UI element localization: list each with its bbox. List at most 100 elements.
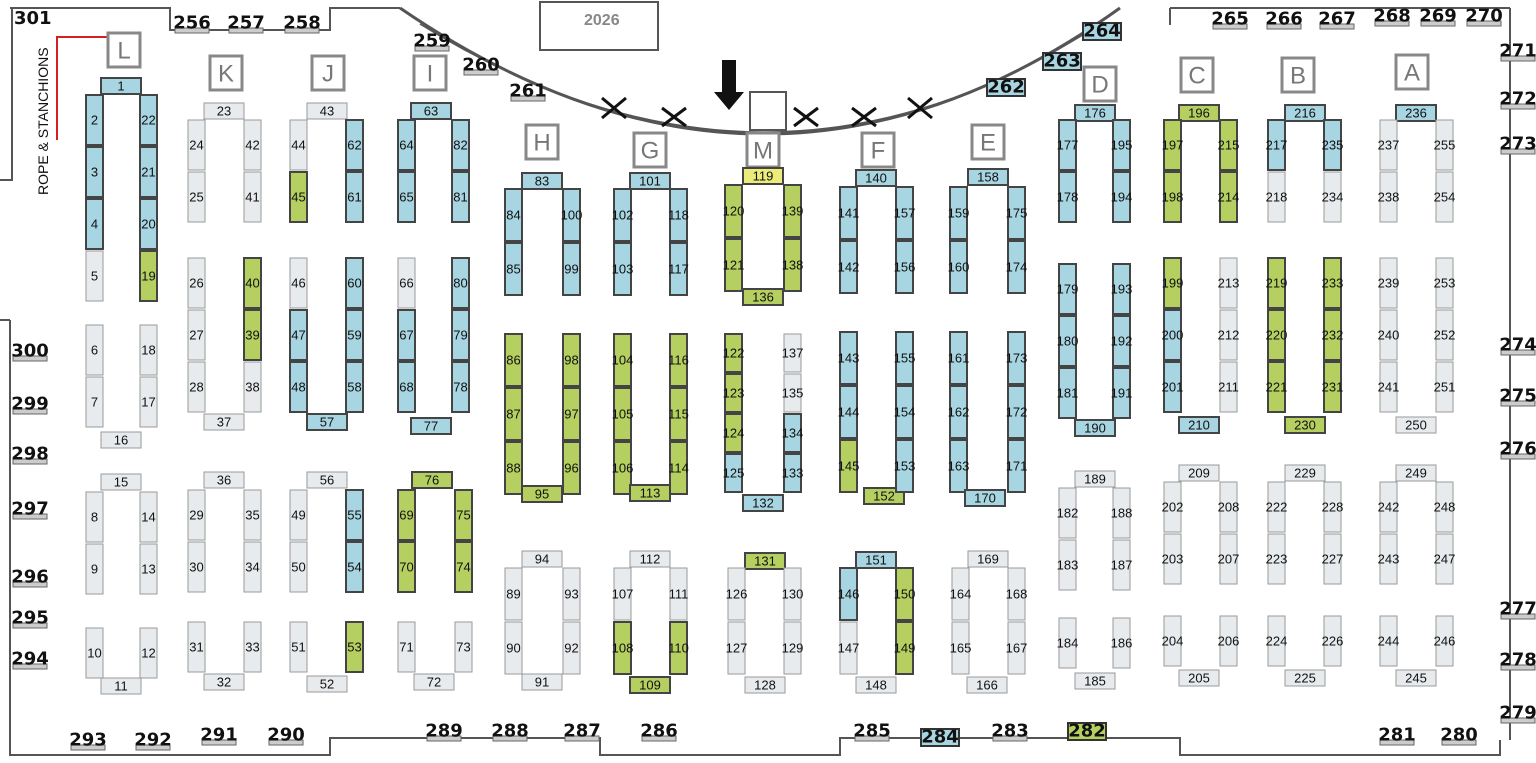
- perimeter-booth-281[interactable]: 281: [1378, 725, 1416, 746]
- booth-9[interactable]: 9: [85, 543, 104, 595]
- booth-44[interactable]: 44: [289, 119, 308, 171]
- booth-41[interactable]: 41: [243, 171, 262, 223]
- booth-217[interactable]: 217: [1266, 119, 1288, 171]
- perimeter-booth-277[interactable]: 277: [1499, 599, 1536, 620]
- booth-52[interactable]: 52: [306, 675, 348, 693]
- booth-86[interactable]: 86: [504, 333, 523, 387]
- perimeter-booth-267[interactable]: 267: [1318, 9, 1356, 30]
- perimeter-booth-285[interactable]: 285: [853, 721, 891, 742]
- booth-79[interactable]: 79: [451, 309, 470, 361]
- booth-14[interactable]: 14: [139, 491, 158, 543]
- booth-234[interactable]: 234: [1322, 171, 1344, 223]
- booth-63[interactable]: 63: [410, 102, 452, 120]
- booth-208[interactable]: 208: [1218, 481, 1240, 533]
- booth-225[interactable]: 225: [1284, 669, 1326, 687]
- booth-129[interactable]: 129: [782, 621, 804, 675]
- booth-134[interactable]: 134: [782, 413, 804, 453]
- booth-3[interactable]: 3: [85, 146, 104, 198]
- booth-161[interactable]: 161: [948, 331, 970, 385]
- booth-239[interactable]: 239: [1378, 257, 1400, 309]
- booth-191[interactable]: 191: [1111, 367, 1133, 419]
- perimeter-booth-284[interactable]: 284: [920, 727, 960, 748]
- perimeter-booth-288[interactable]: 288: [491, 721, 529, 742]
- booth-67[interactable]: 67: [397, 309, 416, 361]
- booth-1[interactable]: 1: [100, 77, 142, 95]
- booth-115[interactable]: 115: [668, 387, 689, 441]
- booth-66[interactable]: 66: [397, 257, 416, 309]
- booth-200[interactable]: 200: [1162, 309, 1184, 361]
- booth-18[interactable]: 18: [139, 324, 158, 376]
- perimeter-booth-272[interactable]: 272: [1499, 89, 1536, 110]
- booth-49[interactable]: 49: [289, 489, 308, 541]
- booth-34[interactable]: 34: [243, 541, 262, 593]
- booth-169[interactable]: 169: [967, 550, 1009, 568]
- booth-247[interactable]: 247: [1434, 533, 1456, 585]
- perimeter-booth-300[interactable]: 300: [11, 341, 49, 362]
- perimeter-booth-297[interactable]: 297: [11, 499, 49, 520]
- booth-92[interactable]: 92: [562, 621, 581, 675]
- booth-218[interactable]: 218: [1266, 171, 1288, 223]
- booth-55[interactable]: 55: [345, 489, 364, 541]
- perimeter-booth-276[interactable]: 276: [1499, 439, 1536, 460]
- booth-26[interactable]: 26: [187, 257, 206, 309]
- booth-232[interactable]: 232: [1322, 309, 1344, 361]
- booth-180[interactable]: 180: [1057, 315, 1079, 367]
- booth-240[interactable]: 240: [1378, 309, 1400, 361]
- booth-88[interactable]: 88: [504, 441, 523, 495]
- booth-177[interactable]: 177: [1057, 119, 1079, 171]
- booth-7[interactable]: 7: [85, 376, 104, 428]
- booth-233[interactable]: 233: [1322, 257, 1344, 309]
- booth-236[interactable]: 236: [1395, 104, 1437, 122]
- booth-101[interactable]: 101: [629, 172, 671, 190]
- booth-224[interactable]: 224: [1266, 615, 1288, 667]
- booth-40[interactable]: 40: [243, 257, 262, 309]
- perimeter-booth-271[interactable]: 271: [1499, 41, 1536, 62]
- perimeter-booth-258[interactable]: 258: [283, 13, 321, 34]
- perimeter-booth-265[interactable]: 265: [1211, 9, 1249, 30]
- booth-102[interactable]: 102: [612, 188, 634, 242]
- booth-136[interactable]: 136: [742, 288, 784, 306]
- booth-20[interactable]: 20: [139, 198, 158, 250]
- perimeter-booth-293[interactable]: 293: [69, 730, 107, 751]
- booth-64[interactable]: 64: [397, 119, 416, 171]
- booth-77[interactable]: 77: [410, 417, 452, 435]
- booth-163[interactable]: 163: [948, 439, 970, 493]
- perimeter-booth-256[interactable]: 256: [173, 13, 211, 34]
- perimeter-booth-296[interactable]: 296: [11, 567, 49, 588]
- booth-16[interactable]: 16: [100, 431, 142, 449]
- booth-197[interactable]: 197: [1162, 119, 1184, 171]
- booth-156[interactable]: 156: [894, 240, 916, 294]
- booth-198[interactable]: 198: [1162, 171, 1184, 223]
- booth-75[interactable]: 75: [454, 489, 473, 541]
- booth-11[interactable]: 11: [100, 677, 142, 695]
- booth-5[interactable]: 5: [85, 250, 104, 302]
- booth-167[interactable]: 167: [1006, 621, 1028, 675]
- booth-76[interactable]: 76: [411, 471, 453, 489]
- booth-73[interactable]: 73: [454, 621, 473, 673]
- booth-241[interactable]: 241: [1378, 361, 1400, 413]
- booth-143[interactable]: 143: [838, 331, 860, 385]
- booth-17[interactable]: 17: [139, 376, 158, 428]
- booth-251[interactable]: 251: [1434, 361, 1456, 413]
- booth-125[interactable]: 125: [723, 453, 745, 493]
- perimeter-booth-264[interactable]: 264: [1082, 21, 1122, 42]
- booth-147[interactable]: 147: [838, 621, 860, 675]
- booth-96[interactable]: 96: [562, 441, 581, 495]
- booth-181[interactable]: 181: [1057, 367, 1079, 419]
- perimeter-booth-299[interactable]: 299: [11, 394, 49, 415]
- booth-83[interactable]: 83: [521, 172, 563, 190]
- booth-223[interactable]: 223: [1266, 533, 1288, 585]
- booth-54[interactable]: 54: [345, 541, 364, 593]
- booth-171[interactable]: 171: [1006, 439, 1028, 493]
- booth-110[interactable]: 110: [668, 621, 689, 675]
- booth-71[interactable]: 71: [397, 621, 416, 673]
- booth-154[interactable]: 154: [894, 385, 916, 439]
- booth-145[interactable]: 145: [838, 439, 860, 493]
- booth-4[interactable]: 4: [85, 198, 104, 250]
- booth-203[interactable]: 203: [1162, 533, 1184, 585]
- booth-168[interactable]: 168: [1006, 567, 1028, 621]
- perimeter-booth-283[interactable]: 283: [991, 721, 1029, 742]
- perimeter-booth-287[interactable]: 287: [563, 721, 601, 742]
- booth-74[interactable]: 74: [454, 541, 473, 593]
- booth-93[interactable]: 93: [562, 567, 581, 621]
